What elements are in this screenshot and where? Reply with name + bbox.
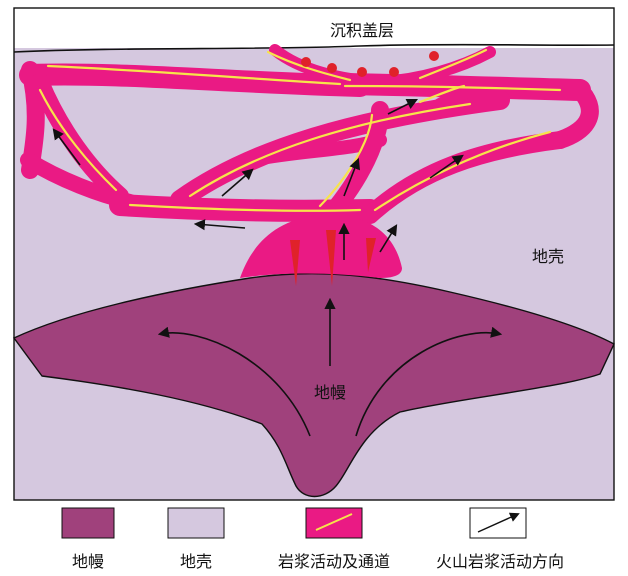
legend-label-volcanic-direction: 火山岩浆活动方向 — [436, 552, 564, 571]
legend-label-mantle: 地幔 — [72, 552, 104, 571]
label-crust: 地壳 — [532, 247, 564, 266]
label-mantle: 地幔 — [314, 383, 346, 402]
label-sediment-cover: 沉积盖层 — [330, 21, 394, 40]
surface-vent-4 — [389, 67, 399, 77]
legend-swatch-mantle — [62, 508, 114, 538]
legend-swatch-crust — [168, 508, 224, 538]
surface-vent-5 — [429, 51, 439, 61]
legend-label-crust: 地壳 — [180, 552, 212, 571]
legend: 地幔 地壳 岩浆活动及通道 火山岩浆活动方向 — [62, 508, 564, 571]
surface-vent-2 — [327, 63, 337, 73]
surface-vent-3 — [357, 67, 367, 77]
surface-vent-1 — [301, 57, 311, 67]
legend-label-magma: 岩浆活动及通道 — [278, 552, 390, 571]
